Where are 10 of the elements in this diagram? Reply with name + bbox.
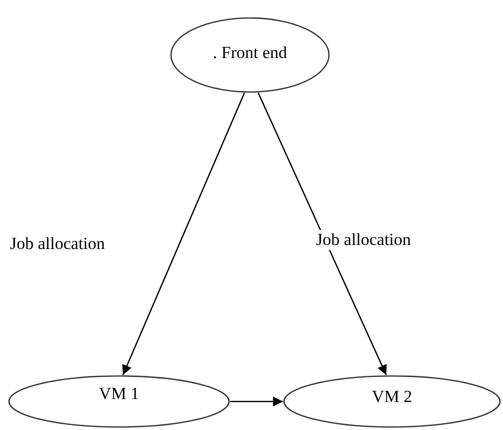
node-label: VM 2 xyxy=(372,386,412,406)
arrow xyxy=(230,396,283,406)
ellipse-node xyxy=(8,375,230,428)
node-label: VM 1 xyxy=(98,384,140,404)
arrow xyxy=(122,92,245,376)
node-label: . Front end xyxy=(212,43,288,63)
ellipse-node xyxy=(283,375,501,428)
ellipse-node xyxy=(170,17,330,93)
arrow xyxy=(258,92,387,376)
edge-label: Job allocation xyxy=(316,230,411,250)
